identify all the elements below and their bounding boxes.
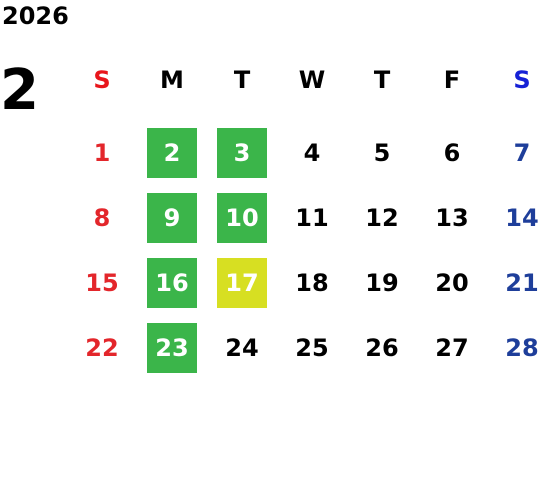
day-number: 23 xyxy=(147,322,197,373)
day-cell[interactable]: 18 xyxy=(277,250,347,315)
day-cell[interactable]: 23 xyxy=(137,315,207,380)
day-cell[interactable]: 22 xyxy=(67,315,137,380)
day-number: 11 xyxy=(295,203,329,232)
day-cell[interactable]: 11 xyxy=(277,185,347,250)
day-number: 7 xyxy=(513,138,531,167)
day-cell[interactable]: 12 xyxy=(347,185,417,250)
day-cell[interactable]: 14 xyxy=(487,185,548,250)
year-label: 2026 xyxy=(2,2,69,30)
day-cell[interactable]: 8 xyxy=(67,185,137,250)
day-cell[interactable]: 1 xyxy=(67,120,137,185)
weekday-sunday: S xyxy=(93,66,111,94)
weekday-thursday: T xyxy=(373,66,391,94)
day-cell[interactable]: 19 xyxy=(347,250,417,315)
day-cell[interactable]: 10 xyxy=(207,185,277,250)
day-number: 5 xyxy=(373,138,391,167)
day-number: 25 xyxy=(295,333,329,362)
weekday-tuesday: T xyxy=(233,66,251,94)
day-number: 28 xyxy=(505,333,539,362)
day-number: 15 xyxy=(85,268,119,297)
day-cell[interactable]: 2 xyxy=(137,120,207,185)
weekday-monday: M xyxy=(160,66,184,94)
weekday-saturday: S xyxy=(513,66,531,94)
day-cell[interactable]: 26 xyxy=(347,315,417,380)
day-number: 27 xyxy=(435,333,469,362)
weekday-friday: F xyxy=(443,66,461,94)
day-cell[interactable]: 27 xyxy=(417,315,487,380)
day-cell[interactable]: 3 xyxy=(207,120,277,185)
day-number: 14 xyxy=(505,203,539,232)
day-number: 16 xyxy=(147,257,197,308)
day-number: 22 xyxy=(85,333,119,362)
day-number: 17 xyxy=(217,257,267,308)
day-cell[interactable]: 7 xyxy=(487,120,548,185)
day-number: 9 xyxy=(147,192,197,243)
day-number: 21 xyxy=(505,268,539,297)
day-number: 19 xyxy=(365,268,399,297)
day-cell[interactable]: 16 xyxy=(137,250,207,315)
day-number: 13 xyxy=(435,203,469,232)
day-number: 26 xyxy=(365,333,399,362)
day-number: 4 xyxy=(303,138,321,167)
day-cell[interactable]: 20 xyxy=(417,250,487,315)
day-number: 3 xyxy=(217,127,267,178)
day-cell[interactable]: 17 xyxy=(207,250,277,315)
day-number: 10 xyxy=(217,192,267,243)
day-number: 24 xyxy=(225,333,259,362)
day-cell[interactable]: 9 xyxy=(137,185,207,250)
day-cell[interactable]: 21 xyxy=(487,250,548,315)
month-label: 2 xyxy=(0,58,39,123)
day-number: 6 xyxy=(443,138,461,167)
day-cell[interactable]: 13 xyxy=(417,185,487,250)
weekday-wednesday: W xyxy=(298,66,326,94)
day-number: 1 xyxy=(93,138,111,167)
day-number: 12 xyxy=(365,203,399,232)
day-cell[interactable]: 28 xyxy=(487,315,548,380)
day-cell[interactable]: 6 xyxy=(417,120,487,185)
day-number: 2 xyxy=(147,127,197,178)
day-number: 8 xyxy=(93,203,111,232)
day-cell[interactable]: 24 xyxy=(207,315,277,380)
day-cell[interactable]: 5 xyxy=(347,120,417,185)
day-number: 20 xyxy=(435,268,469,297)
day-cell[interactable]: 4 xyxy=(277,120,347,185)
day-cell[interactable]: 25 xyxy=(277,315,347,380)
day-number: 18 xyxy=(295,268,329,297)
calendar-grid: S M T W T F S 1 2 3 4 5 6 7 8 9 10 11 12… xyxy=(67,55,548,380)
day-cell[interactable]: 15 xyxy=(67,250,137,315)
